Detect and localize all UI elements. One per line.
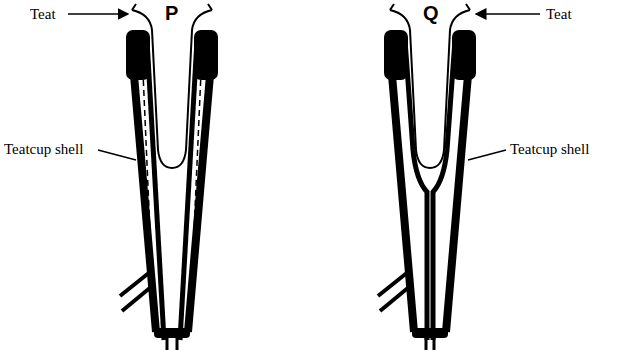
part-label: Teat: [30, 5, 56, 23]
diagram-letter: P: [165, 2, 178, 24]
diagram-letter: Q: [423, 2, 439, 24]
teatcup-q: [378, 4, 476, 350]
part-label: Teatcup shell: [4, 140, 83, 158]
part-label: Teat: [546, 5, 572, 23]
leader-lines: [68, 14, 540, 160]
teatcup-p: [120, 4, 218, 350]
part-label: Teatcup shell: [510, 140, 589, 158]
